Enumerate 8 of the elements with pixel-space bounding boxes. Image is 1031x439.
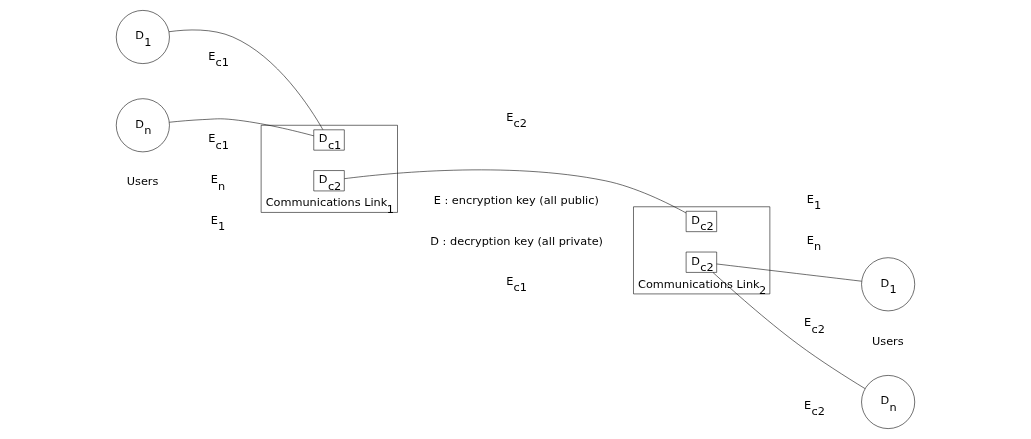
label: D : decryption key (all private) <box>430 234 604 248</box>
connector <box>169 118 314 137</box>
label: Users <box>126 175 159 189</box>
connector <box>344 169 687 214</box>
label: Users <box>872 335 904 349</box>
connector <box>168 29 324 130</box>
label: E : encryption key (all public) <box>433 193 599 207</box>
connector <box>712 272 866 389</box>
